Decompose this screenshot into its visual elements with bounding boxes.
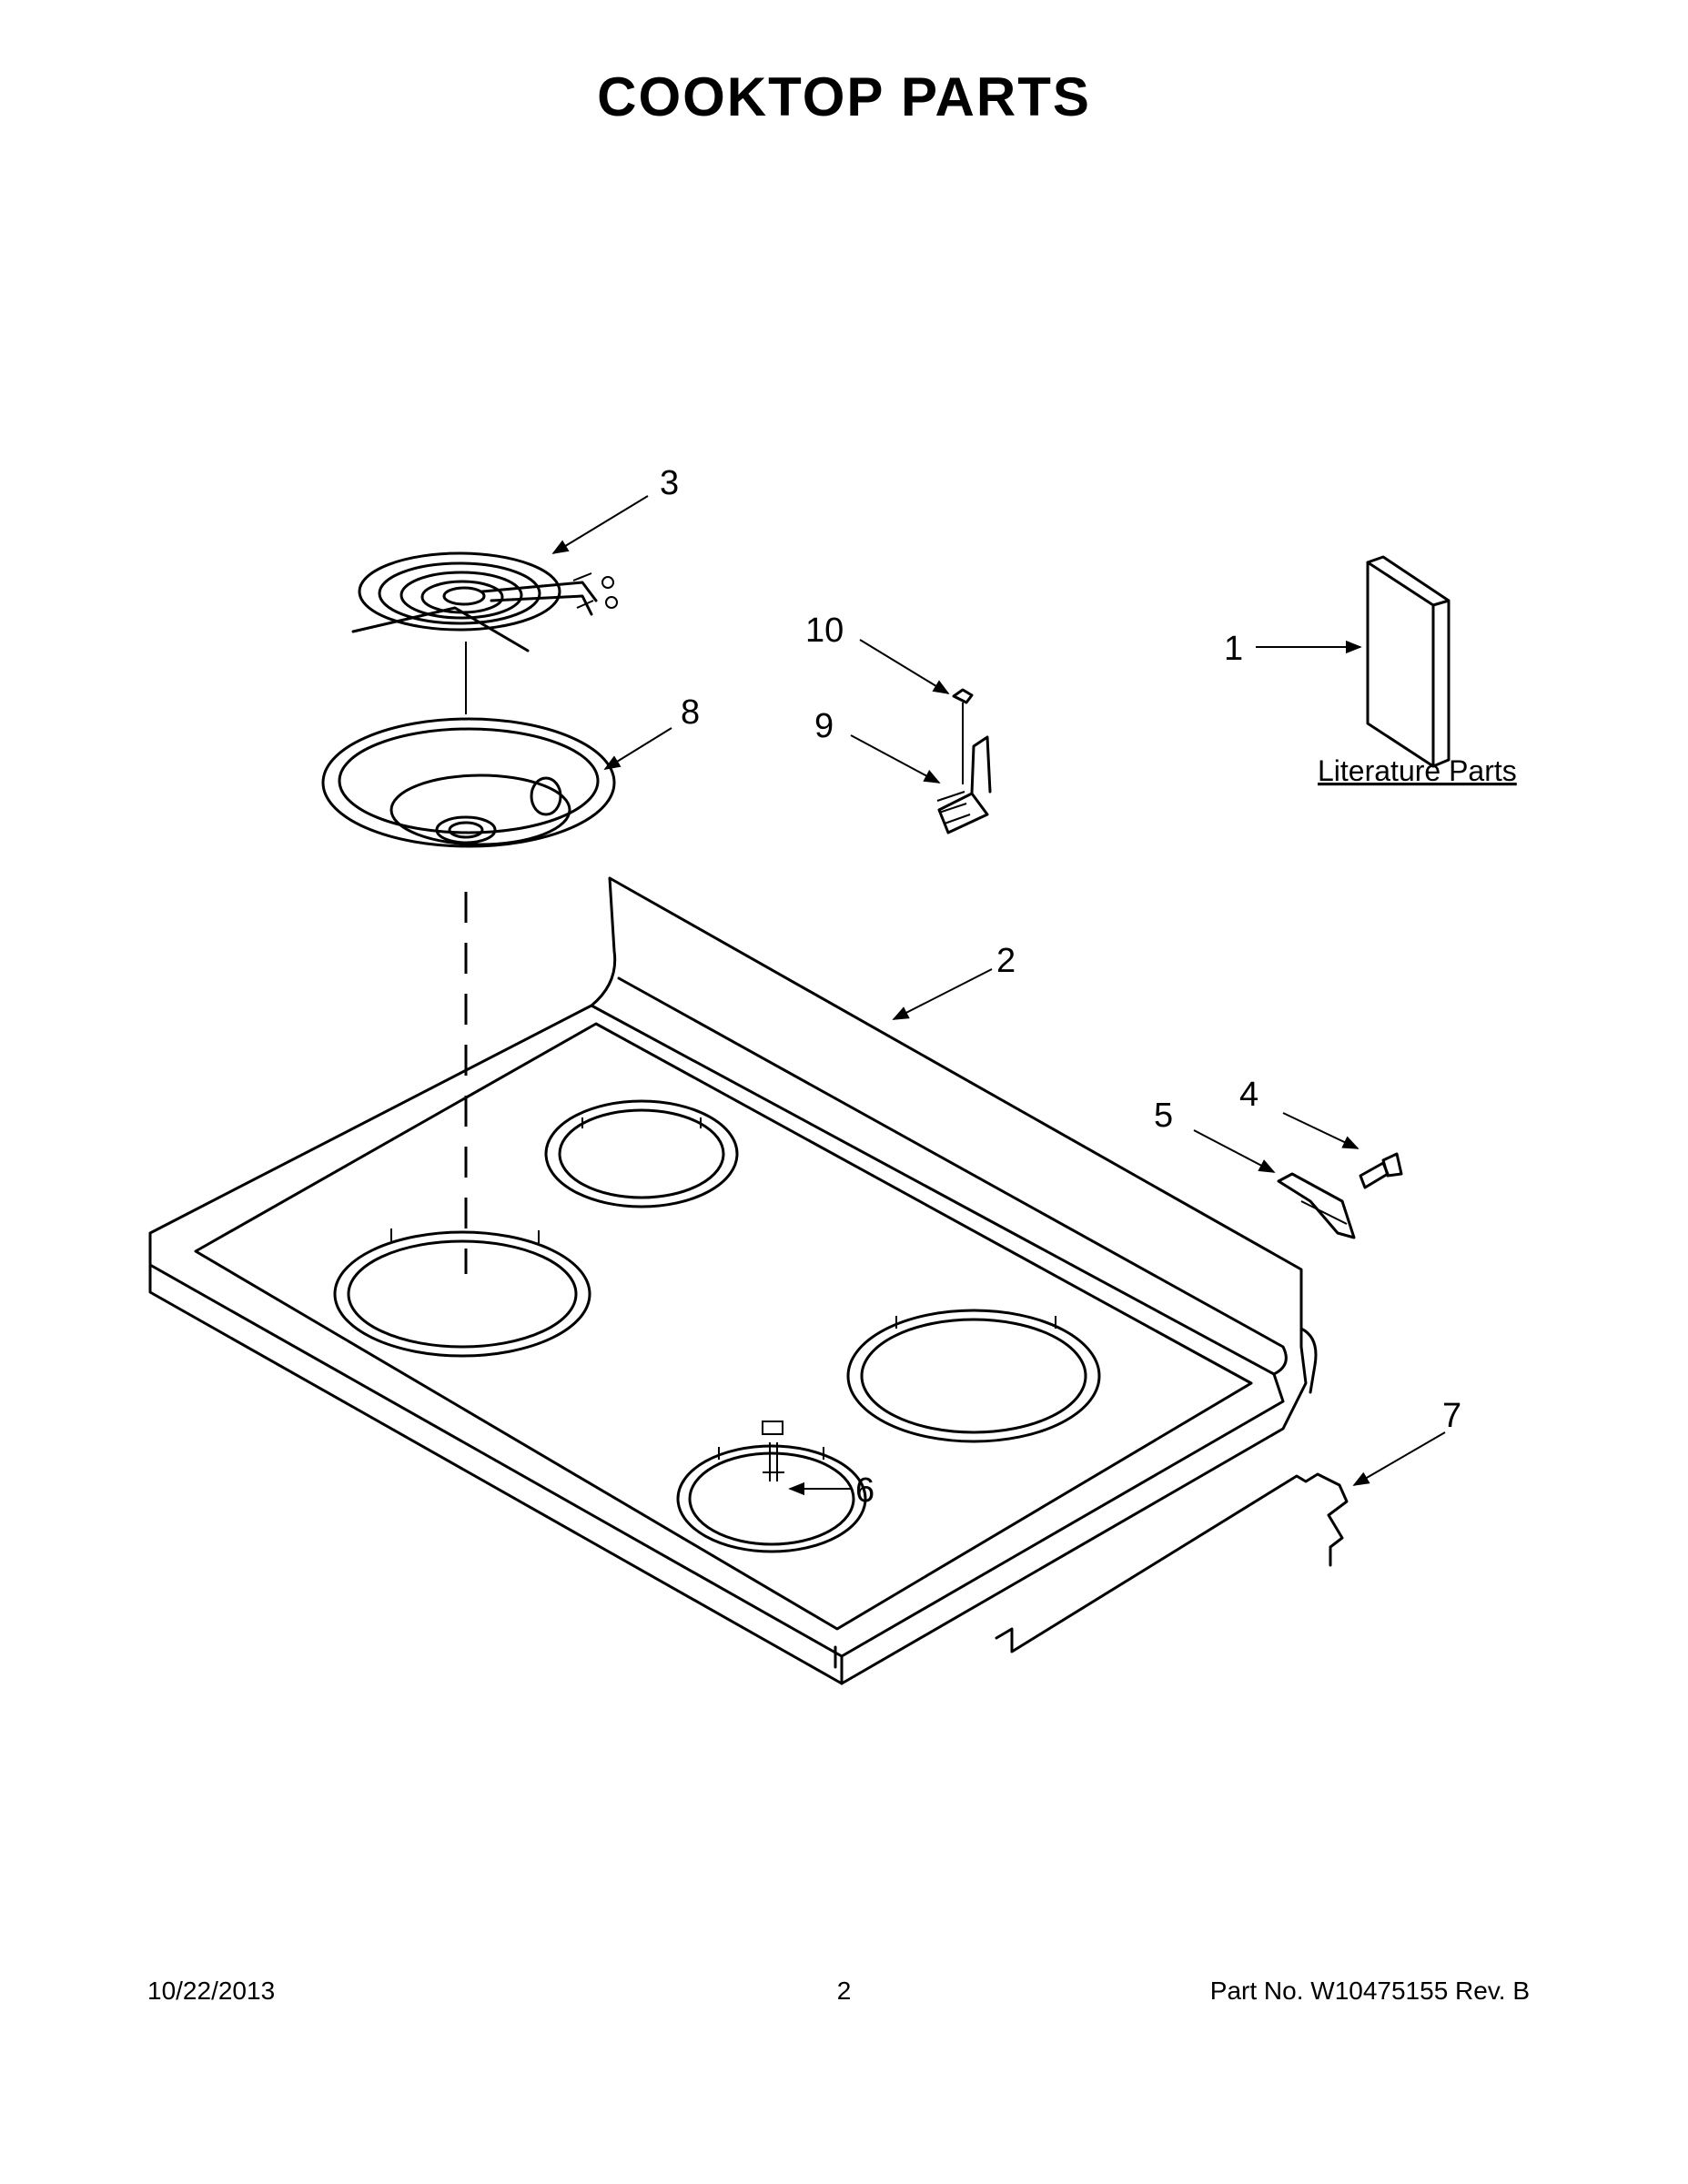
leader-8: [603, 727, 672, 770]
rear-rod: [995, 1472, 1349, 1653]
page-title: COOKTOP PARTS: [597, 66, 1091, 127]
burner-opening-back-left: [544, 1099, 739, 1208]
surface-element-coil: [351, 551, 618, 652]
footer-page-number: 2: [836, 1977, 852, 2005]
callout-5: 5: [1154, 1097, 1173, 1135]
footer-part-number: Part No. W10475155 Rev. B: [1209, 1977, 1530, 2005]
clip-and-screw: [1277, 1152, 1403, 1239]
callout-2: 2: [996, 942, 1016, 980]
literature-parts-label: Literature Parts: [1318, 754, 1517, 787]
leader-4: [1282, 1112, 1359, 1149]
cooktop-main: [148, 876, 1318, 1685]
leader-10: [859, 639, 950, 694]
leader-7: [1352, 1431, 1446, 1486]
callout-9: 9: [814, 707, 834, 745]
callout-10: 10: [805, 612, 844, 650]
burner-opening-front-left: [333, 1228, 591, 1358]
callout-8: 8: [681, 693, 700, 732]
drip-bowl: [321, 717, 616, 848]
leader-5: [1193, 1129, 1276, 1173]
callout-3: 3: [660, 464, 679, 502]
bracket-and-screw: [936, 688, 992, 834]
callout-7: 7: [1442, 1397, 1461, 1435]
callout-4: 4: [1239, 1076, 1258, 1114]
footer-date: 10/22/2013: [147, 1977, 276, 2005]
leader-9: [850, 734, 941, 784]
leader-2: [892, 968, 993, 1020]
callout-6: 6: [855, 1471, 874, 1510]
burner-opening-back-right: [846, 1309, 1101, 1443]
burner-opening-front-right: [676, 1421, 867, 1553]
leader-3: [551, 495, 649, 554]
literature-packet: [1366, 555, 1450, 768]
callout-1: 1: [1224, 630, 1243, 668]
